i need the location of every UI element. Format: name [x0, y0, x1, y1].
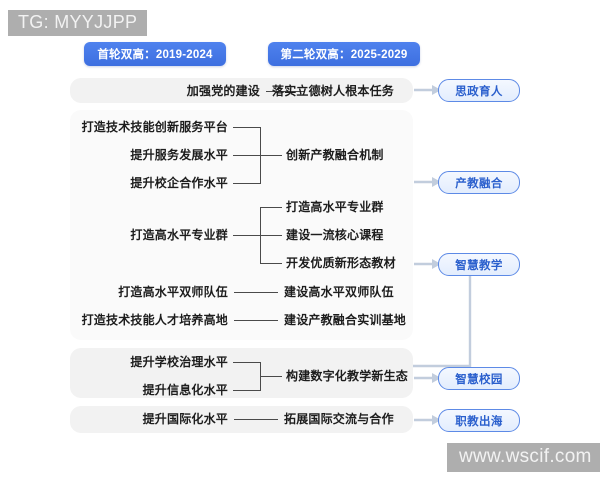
outcome-pill-zhihui-xiaoyuan[interactable]: 智慧校园 — [438, 367, 520, 390]
outcome-pill-chanjiao-ronghe[interactable]: 产教融合 — [438, 171, 520, 194]
node-right-dual-teacher: 建设高水平双师队伍 — [284, 285, 394, 299]
node-left-dual-teacher: 打造高水平双师队伍 — [118, 285, 228, 299]
connector-party-building — [266, 91, 304, 92]
bracket-arm-mid-g2 — [233, 155, 261, 156]
node-left-innovation-platform: 打造技术技能创新服务平台 — [81, 120, 228, 134]
node-right-training-base: 建设产教融合实训基地 — [284, 313, 407, 327]
watermark-bottom-right: www.wscif.com — [447, 443, 600, 472]
arrow-to-zhihuijiaoxue — [414, 259, 442, 269]
node-right-build-high-level-majors: 打造高水平专业群 — [286, 200, 384, 214]
outcome-pill-sizheng-yuren[interactable]: 思政育人 — [438, 79, 520, 102]
bracket-arm-top-g2 — [233, 127, 261, 128]
bracket-spine-g3 — [260, 207, 261, 264]
watermark-top-left: TG: MYYJJPP — [8, 10, 148, 36]
node-left-service-development: 提升服务发展水平 — [130, 148, 228, 162]
connector-internationalization — [234, 419, 278, 420]
node-right-party-building: 落实立德树人根本任务 — [272, 84, 395, 98]
node-right-core-courses: 建设一流核心课程 — [286, 228, 384, 242]
arrow-to-zhihuixiaoyuan — [414, 373, 442, 383]
bracket-arm-bot-g3 — [260, 263, 282, 264]
panel-digital-campus — [70, 348, 413, 398]
bracket-stem-g6 — [260, 376, 282, 377]
node-left-informatization: 提升信息化水平 — [142, 383, 228, 397]
bracket-arm-bot-g6 — [233, 390, 261, 391]
bracket-arm-top-g6 — [233, 362, 261, 363]
outcome-pill-zhihui-jiaoxue[interactable]: 智慧教学 — [438, 253, 520, 276]
node-left-high-level-majors: 打造高水平专业群 — [130, 228, 228, 242]
connector-talent-highland — [234, 320, 278, 321]
node-right-international-cooperation: 拓展国际交流与合作 — [284, 412, 394, 426]
node-left-school-enterprise: 提升校企合作水平 — [130, 176, 228, 190]
bracket-arm-top-g3 — [260, 207, 282, 208]
elbow-connector-smart-campus-to-smart-teaching — [413, 262, 473, 374]
node-left-party-building: 加强党的建设 — [186, 84, 260, 98]
panel-main-block — [70, 110, 413, 340]
node-left-talent-highland: 打造技术技能人才培养高地 — [81, 313, 228, 327]
node-right-digital-teaching-ecosystem: 构建数字化教学新生态 — [286, 369, 409, 383]
node-left-school-governance: 提升学校治理水平 — [130, 355, 228, 369]
era-pill-first-round[interactable]: 首轮双高：2019-2024 — [84, 42, 226, 66]
bracket-stem-g2 — [260, 155, 282, 156]
panel-party-building — [70, 78, 413, 103]
arrow-to-sizheng — [414, 85, 442, 95]
outcome-pill-zhijiao-chuhai[interactable]: 职教出海 — [438, 409, 520, 432]
era-pill-second-round[interactable]: 第二轮双高：2025-2029 — [268, 42, 420, 66]
bracket-arm-bot-g2 — [233, 183, 261, 184]
arrow-to-zhijiaochuhai — [414, 415, 442, 425]
connector-dual-teacher — [234, 292, 278, 293]
node-left-internationalization: 提升国际化水平 — [142, 412, 228, 426]
arrow-to-chanjiao — [414, 177, 442, 187]
bracket-stem-g3 — [233, 235, 282, 236]
node-right-new-textbooks: 开发优质新形态教材 — [286, 256, 396, 270]
node-right-industry-education-mechanism: 创新产教融合机制 — [286, 148, 384, 162]
